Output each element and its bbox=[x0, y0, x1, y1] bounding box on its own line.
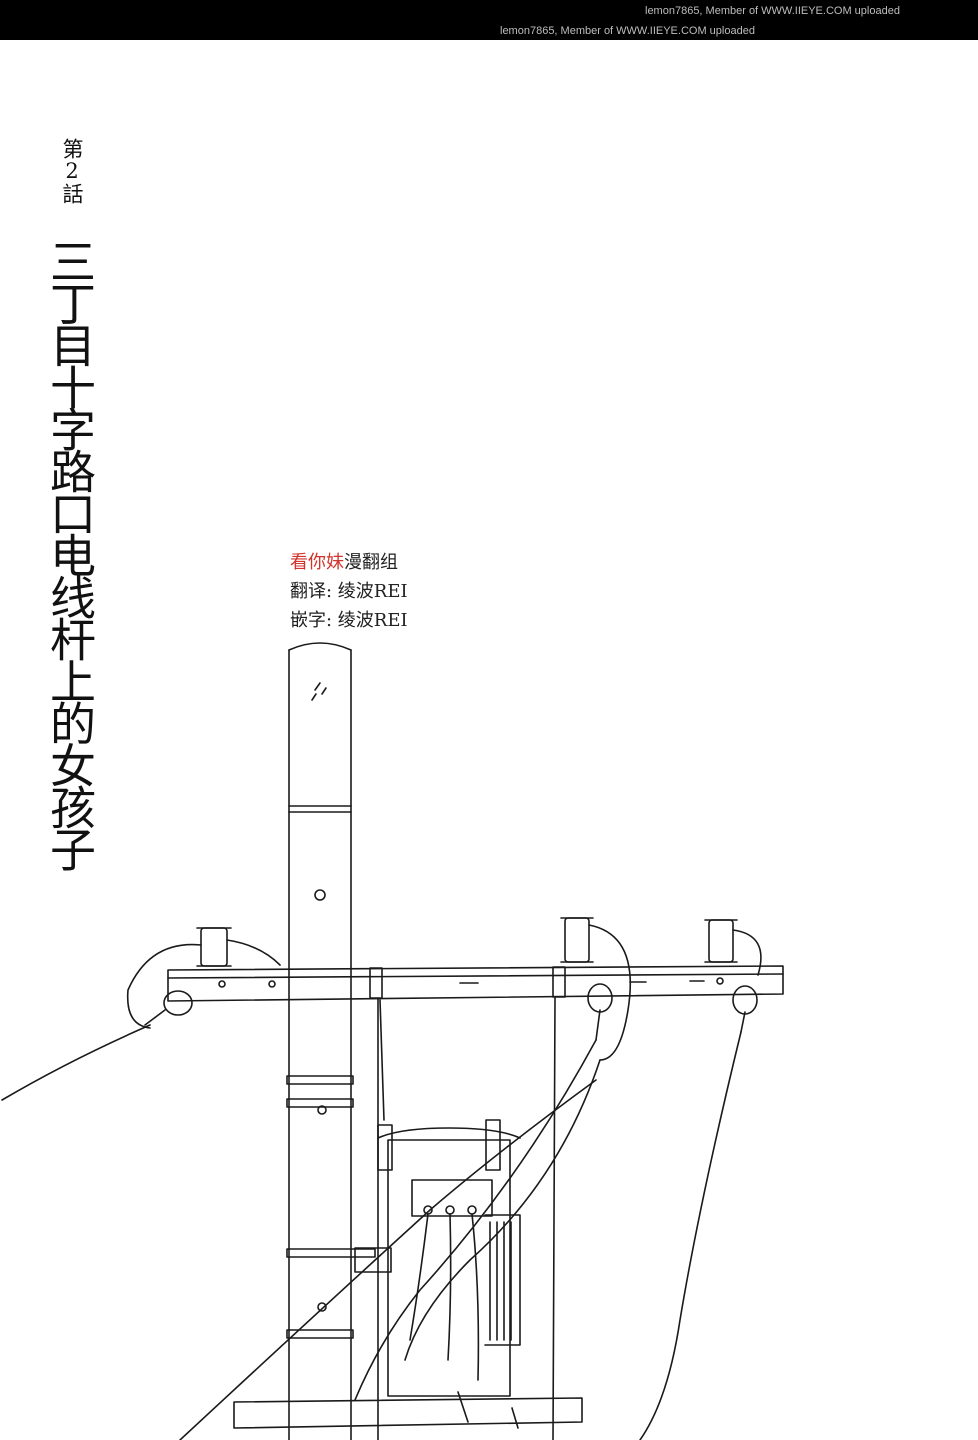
pole bbox=[288, 642, 352, 1440]
chapter-title: 三丁目十字路口电线杆上的女孩子 bbox=[43, 238, 97, 868]
translator-credit: 翻译: 绫波REI bbox=[290, 581, 408, 602]
lower-crossarm bbox=[233, 1391, 583, 1429]
wires bbox=[1, 997, 742, 1440]
group-name: 看你妹 bbox=[290, 552, 344, 573]
clamps bbox=[286, 1075, 392, 1339]
transformer bbox=[377, 1119, 521, 1397]
insulators bbox=[196, 917, 738, 967]
watermark-text: lemon7865, Member of WWW.IIEYE.COM uploa… bbox=[500, 25, 755, 37]
chapter-number: 第2話 bbox=[60, 138, 84, 204]
crossarm bbox=[167, 965, 784, 1002]
cutouts bbox=[126, 924, 762, 1061]
watermark-text: lemon7865, Member of WWW.IIEYE.COM uploa… bbox=[645, 5, 900, 17]
typesetter-credit: 嵌字: 绫波REI bbox=[290, 610, 408, 631]
utility-pole-transformer-icon bbox=[1, 642, 784, 1440]
watermark-bar: lemon7865, Member of WWW.IIEYE.COM uploa… bbox=[0, 0, 978, 40]
scanlation-credits: 看你妹漫翻组 翻译: 绫波REI 嵌字: 绫波REI bbox=[290, 548, 408, 635]
group-line: 看你妹漫翻组 bbox=[290, 548, 408, 577]
group-suffix: 漫翻组 bbox=[344, 552, 398, 573]
